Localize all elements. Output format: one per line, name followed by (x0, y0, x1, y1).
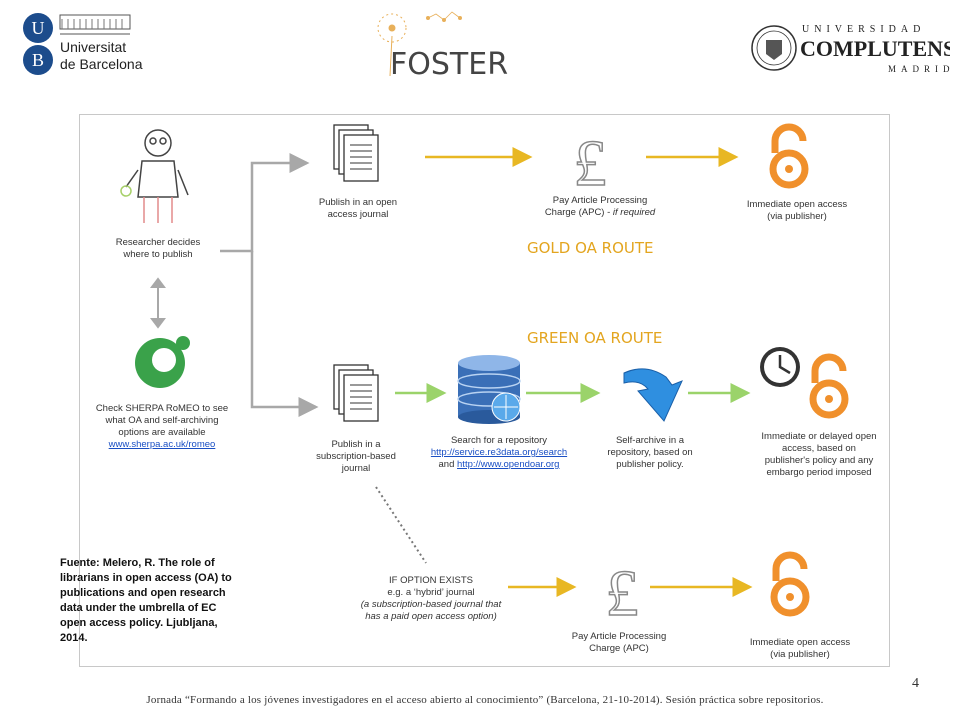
ucm-bottom-text: MADRID (888, 64, 950, 74)
ub-name-line1: Universitat (60, 39, 126, 55)
source-citation: Fuente: Melero, R. The role of librarian… (60, 557, 232, 644)
dandelion-icon (377, 11, 462, 77)
ub-logo: U B Universitat de Barcelona (18, 10, 158, 80)
gold-route-title: GOLD OA ROUTE (527, 239, 654, 257)
gold-publish-label: Publish in an open access journal (318, 197, 398, 220)
sherpa-link[interactable]: www.sherpa.ac.uk/romeo (108, 439, 216, 450)
hybrid-immediate-line1: Immediate open access (749, 637, 851, 648)
hybrid-pound-icon: £ (606, 557, 639, 630)
green-immediate-label: Immediate or delayed open access, based … (761, 431, 877, 478)
ub-letter-u: U (32, 18, 45, 38)
hybrid-apc-label: Pay Article Processing Charge (APC) (554, 631, 684, 655)
ucm-main-text: COMPLUTENSE (800, 36, 950, 61)
sherpa-label: Check SHERPA RoMEO to see what OA and se… (88, 403, 236, 451)
green-search-and: and (438, 459, 458, 470)
researcher-label: Researcher decides where to publish (115, 237, 201, 260)
hybrid-line4: has a paid open access option) (365, 611, 497, 622)
green-route-title: GREEN OA ROUTE (527, 329, 663, 347)
green-document-icon (333, 364, 379, 422)
green-search-label: Search for a repository http://service.r… (416, 435, 582, 471)
ucm-seal-icon (751, 25, 797, 71)
hybrid-option-label: IF OPTION EXISTS e.g. a ‘hybrid’ journal… (342, 575, 520, 623)
ub-name-line2: de Barcelona (60, 56, 143, 72)
branch-arrows (220, 153, 319, 417)
ub-letter-b: B (32, 50, 44, 70)
green-open-access-icon (809, 353, 849, 419)
opendoar-link[interactable]: http://www.opendoar.org (457, 459, 560, 470)
gold-apc-label: Pay Article Processing Charge (APC) - if… (530, 195, 670, 219)
gold-open-access-icon (769, 123, 809, 189)
slide-footer: Jornada “Formando a los jóvenes investig… (146, 694, 824, 706)
hybrid-immediate-label: Immediate open access (via publisher) (740, 637, 860, 661)
foster-logo: FOSTER (368, 6, 518, 82)
gold-pound-icon: £ (574, 127, 607, 200)
sherpa-line2: what OA and self-archiving (105, 415, 219, 426)
green-search-line1: Search for a repository (450, 435, 548, 446)
self-archive-arrow-icon (623, 368, 683, 422)
page-number: 4 (912, 676, 919, 691)
hybrid-immediate-line2: (via publisher) (770, 649, 830, 660)
sherpa-line1: Check SHERPA RoMEO to see (95, 403, 229, 414)
green-publish-label: Publish in a subscription-based journal (316, 439, 396, 474)
gold-apc-line1: Pay Article Processing (552, 195, 648, 206)
ucm-top-text: UNIVERSIDAD (802, 24, 925, 35)
ucm-logo: UNIVERSIDAD COMPLUTENSE MADRID (750, 20, 960, 80)
researcher-icon (120, 129, 189, 223)
foster-wordmark: FOSTER (390, 47, 508, 80)
sherpa-line3: options are available (118, 427, 206, 438)
green-self-archive-label: Self-archive in a repository, based on p… (607, 435, 693, 470)
repository-database-icon (457, 355, 521, 424)
gold-immediate-label: Immediate open access (via publisher) (742, 199, 852, 223)
hybrid-line1: IF OPTION EXISTS (389, 575, 473, 586)
sherpa-romeo-logo (135, 336, 190, 388)
gold-document-icon (333, 124, 379, 182)
gold-immediate-line1: Immediate open access (746, 199, 848, 210)
clock-icon (760, 347, 800, 387)
hybrid-dotted-line (375, 486, 427, 564)
hybrid-apc-line1: Pay Article Processing (571, 631, 667, 642)
researcher-sherpa-arrow (150, 277, 166, 329)
hybrid-apc-line2: Charge (APC) (589, 643, 649, 654)
gold-apc-line2: Charge (APC) - (544, 207, 613, 218)
oa-routes-diagram: £ (79, 114, 890, 667)
hybrid-open-access-icon (770, 551, 810, 617)
gold-immediate-line2: (via publisher) (767, 211, 827, 222)
ub-building-icon (59, 14, 131, 35)
re3data-link[interactable]: http://service.re3data.org/search (430, 447, 568, 458)
hybrid-line2: e.g. a ‘hybrid’ journal (387, 587, 475, 598)
gold-apc-italic: if required (612, 207, 656, 218)
hybrid-line3: (a subscription-based journal that (360, 599, 502, 610)
